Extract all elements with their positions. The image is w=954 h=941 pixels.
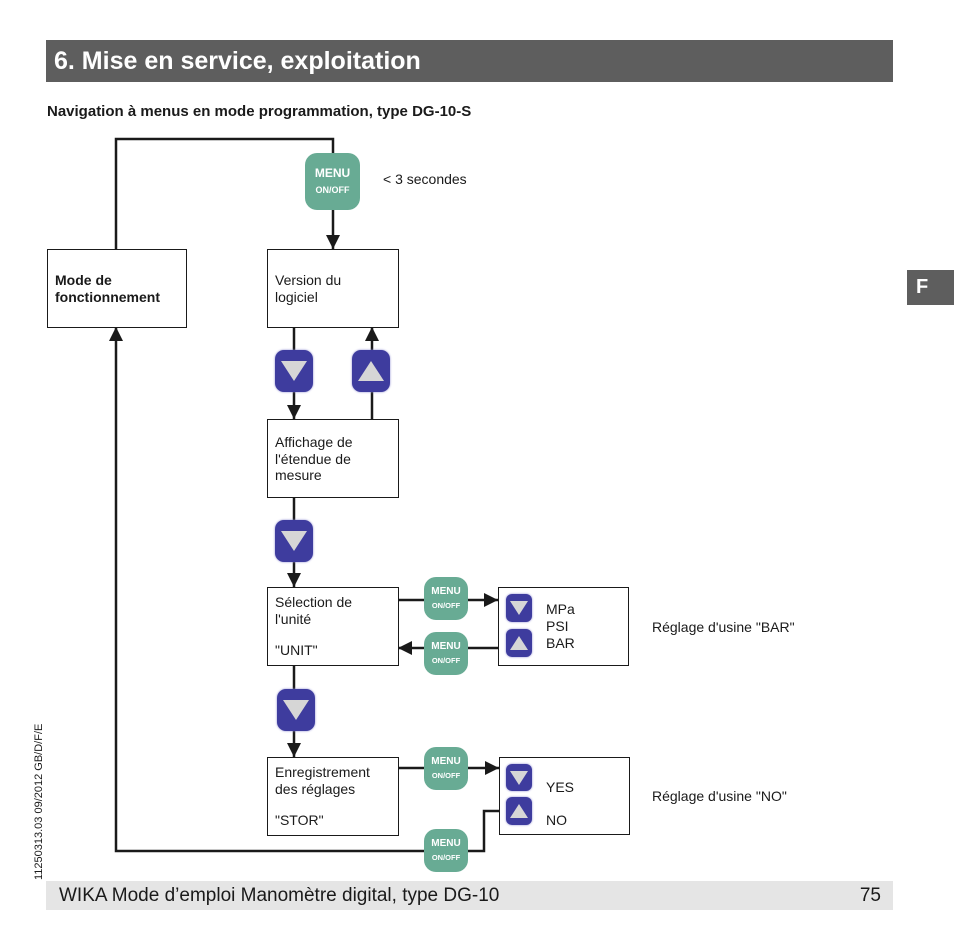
onoff-label: ON/OFF — [431, 656, 461, 665]
mode-box: Mode de fonctionnement — [47, 249, 187, 328]
range-box-line: Affichage de — [275, 434, 353, 450]
onoff-label: ON/OFF — [431, 853, 461, 862]
unit-box-code: "UNIT" — [275, 642, 318, 658]
store-box-code: "STOR" — [275, 812, 324, 828]
onoff-label: ON/OFF — [431, 601, 461, 610]
up-arrow-button-icon — [506, 629, 532, 657]
mode-box-line: Mode de — [55, 272, 112, 288]
menu-label: MENU — [431, 586, 461, 597]
down-arrow-button-icon — [275, 520, 313, 562]
menu-label: MENU — [431, 838, 461, 849]
store-box: Enregistrement des réglages "STOR" — [267, 757, 399, 836]
menu-onoff-button: MENU ON/OFF — [424, 577, 468, 620]
onoff-label: ON/OFF — [315, 185, 350, 195]
unit-box-line: Sélection de — [275, 594, 353, 610]
version-box: Version du logiciel — [267, 249, 399, 328]
store-box-line: des réglages — [275, 780, 356, 797]
store-option: NO — [546, 812, 567, 828]
unit-option: MPa — [546, 601, 575, 617]
menu-onoff-button: MENU ON/OFF — [305, 153, 360, 210]
range-box-line: l'étendue de — [275, 450, 351, 467]
subtitle: Navigation à menus en mode programmation… — [47, 103, 472, 120]
menu-label: MENU — [431, 756, 461, 767]
menu-label: MENU — [314, 166, 351, 180]
menu-onoff-button: MENU ON/OFF — [424, 747, 468, 790]
return-line — [109, 327, 499, 853]
footer-text: WIKA Mode d’emploi Manomètre digital, ty… — [59, 885, 500, 906]
store-option: YES — [546, 779, 575, 795]
store-box-line: Enregistrement — [275, 764, 370, 780]
range-box: Affichage de l'étendue de mesure — [267, 419, 399, 498]
menu-onoff-button: MENU ON/OFF — [424, 632, 468, 675]
up-arrow-button-icon — [506, 797, 532, 825]
hold-note: < 3 secondes — [383, 171, 467, 187]
menu-label: MENU — [431, 641, 461, 652]
down-arrow-button-icon — [506, 764, 532, 791]
language-tab: F — [907, 270, 954, 305]
unit-option: PSI — [546, 618, 569, 634]
loop-top-line — [114, 137, 335, 249]
page-number: 75 — [859, 885, 881, 906]
down-arrow-button-icon — [506, 594, 532, 622]
onoff-label: ON/OFF — [431, 771, 461, 780]
up-arrow-button-icon — [352, 350, 390, 392]
unit-default-note: Réglage d'usine "BAR" — [652, 619, 795, 635]
version-box-line: logiciel — [275, 288, 318, 305]
unit-box-line: l'unité — [275, 610, 312, 627]
unit-option: BAR — [546, 635, 575, 651]
unit-box: Sélection de l'unité "UNIT" — [267, 587, 399, 666]
range-box-line: mesure — [275, 467, 322, 483]
section-title: 6. Mise en service, exploitation — [46, 40, 893, 82]
down-arrow-button-icon — [277, 689, 315, 731]
footer: WIKA Mode d’emploi Manomètre digital, ty… — [46, 881, 893, 910]
version-box-line: Version du — [275, 272, 342, 288]
store-default-note: Réglage d'usine "NO" — [652, 788, 787, 804]
mode-box-line: fonctionnement — [55, 288, 160, 305]
menu-onoff-button: MENU ON/OFF — [424, 829, 468, 872]
down-arrow-button-icon — [275, 350, 313, 392]
